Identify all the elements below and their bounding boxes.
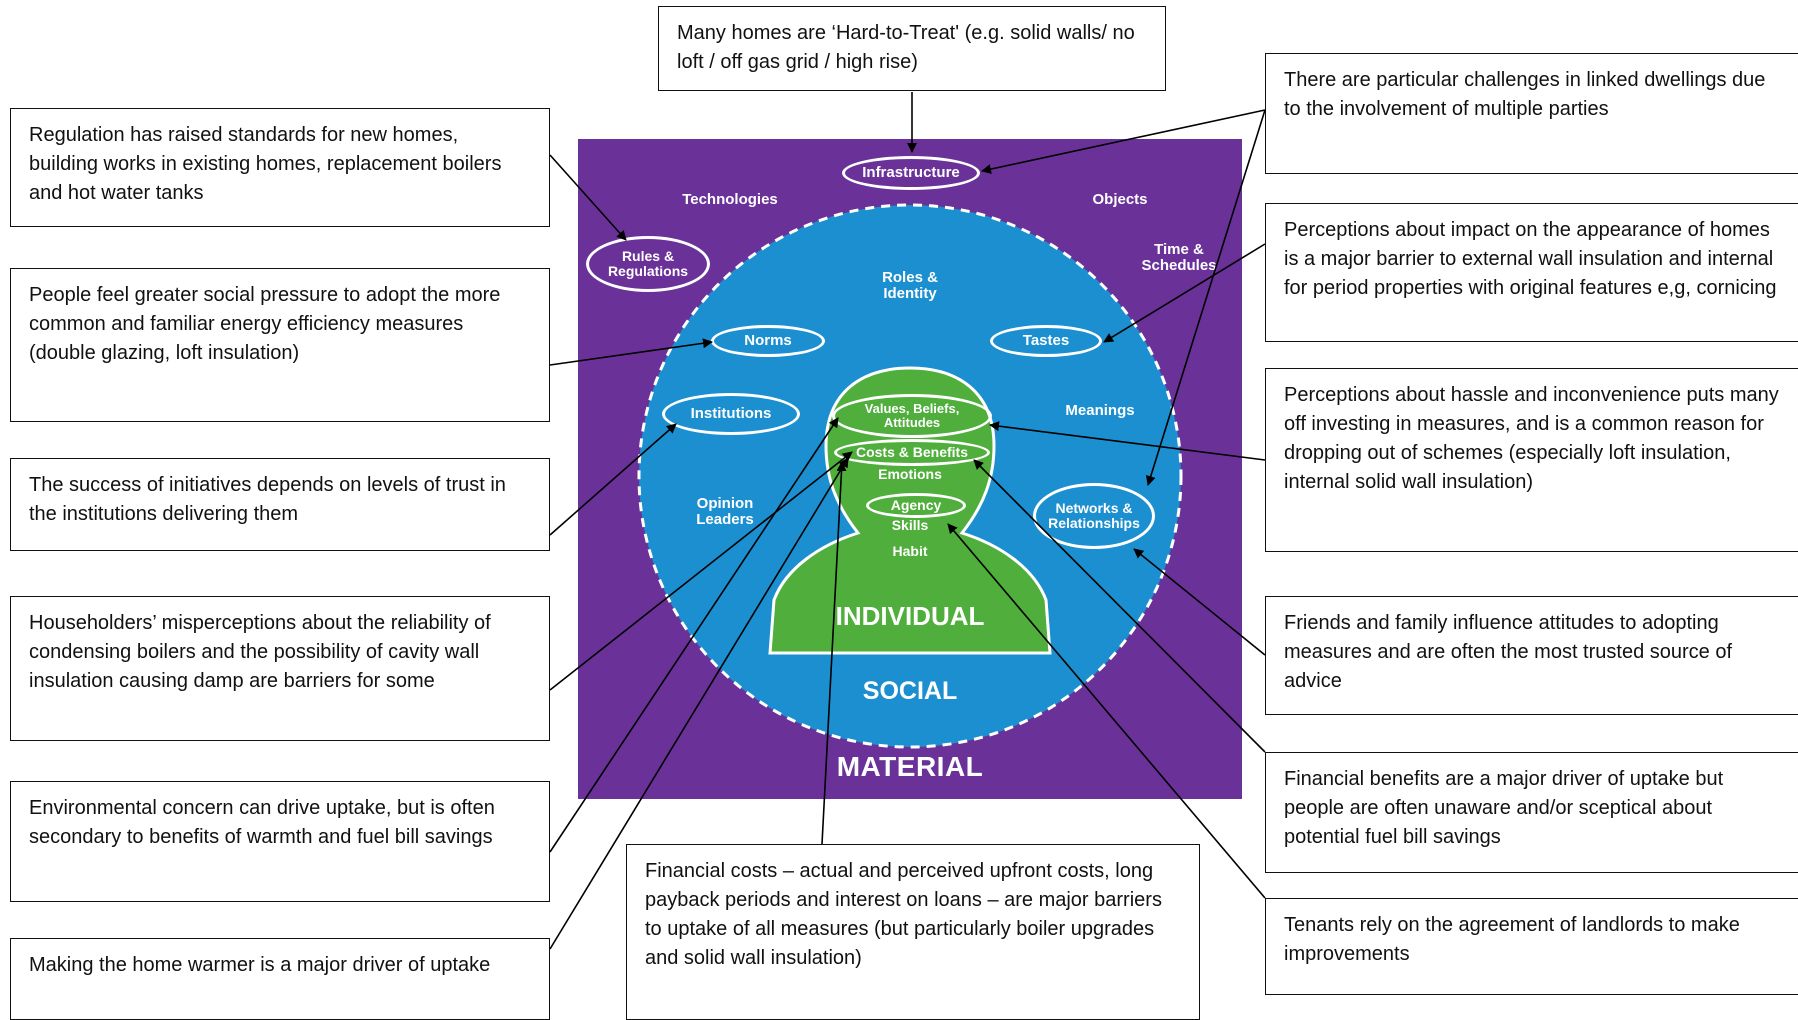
- arrow-friends-family: [1133, 548, 1266, 656]
- arrow-financial-benefits: [973, 459, 1266, 753]
- arrow-financial-costs: [821, 461, 847, 845]
- individual-label: INDIVIDUAL: [835, 601, 985, 631]
- regulation-callout: Regulation has raised standards for new …: [10, 108, 550, 227]
- arrow-hassle: [989, 421, 1266, 461]
- financial-costs-callout: Financial costs – actual and perceived u…: [626, 844, 1200, 1020]
- emotions-label: Emotions: [878, 466, 942, 482]
- time-schedules-label: Time & Schedules: [1141, 241, 1217, 274]
- arrow-warmer: [549, 457, 849, 950]
- arrow-trust: [549, 423, 677, 536]
- arrow-tenants: [947, 523, 1266, 899]
- skills-label: Skills: [891, 517, 929, 533]
- agency-pill: Agency: [866, 493, 966, 518]
- trust-callout: The success of initiatives depends on le…: [10, 458, 550, 551]
- meanings-label: Meanings: [1065, 402, 1135, 419]
- networks-relationships-pill: Networks & Relationships: [1033, 483, 1155, 549]
- financial-benefits-callout: Financial benefits are a major driver of…: [1265, 752, 1798, 873]
- costs-benefits-pill: Costs & Benefits: [834, 439, 990, 466]
- hard-to-treat-callout: Many homes are ‘Hard-to-Treat' (e.g. sol…: [658, 6, 1166, 91]
- appearance-callout: Perceptions about impact on the appearan…: [1265, 203, 1798, 342]
- infrastructure-pill: Infrastructure: [842, 156, 980, 190]
- rules-regulations-pill: Rules & Regulations: [586, 236, 710, 292]
- habit-label: Habit: [892, 543, 928, 559]
- institutions-pill: Institutions: [662, 393, 800, 435]
- objects-label: Objects: [1092, 191, 1148, 208]
- arrow-social-pressure: [549, 338, 713, 366]
- warmer-home-callout: Making the home warmer is a major driver…: [10, 938, 550, 1020]
- social-circle-border: [637, 203, 1183, 749]
- arrow-appearance: [1103, 243, 1266, 343]
- arrow-misperceptions: [549, 451, 853, 691]
- arrow-linked-1: [981, 109, 1266, 174]
- values-beliefs-pill: Values, Beliefs, Attitudes: [832, 394, 992, 438]
- environmental-callout: Environmental concern can drive uptake, …: [10, 781, 550, 902]
- opinion-leaders-label: Opinion Leaders: [696, 495, 754, 528]
- social-label: SOCIAL: [862, 677, 958, 705]
- linked-dwellings-callout: There are particular challenges in linke…: [1265, 53, 1798, 174]
- tenants-callout: Tenants rely on the agreement of landlor…: [1265, 898, 1798, 995]
- friends-family-callout: Friends and family influence attitudes t…: [1265, 596, 1798, 715]
- tastes-pill: Tastes: [990, 325, 1102, 357]
- misperceptions-callout: Householders’ misperceptions about the r…: [10, 596, 550, 741]
- social-pressure-callout: People feel greater social pressure to a…: [10, 268, 550, 422]
- hassle-callout: Perceptions about hassle and inconvenien…: [1265, 368, 1798, 552]
- roles-identity-label: Roles & Identity: [882, 269, 938, 302]
- arrow-environmental: [549, 417, 839, 853]
- material-label: MATERIAL: [836, 751, 984, 782]
- arrow-regulation: [549, 154, 627, 241]
- technologies-label: Technologies: [682, 191, 778, 208]
- arrow-linked-2: [1145, 109, 1266, 486]
